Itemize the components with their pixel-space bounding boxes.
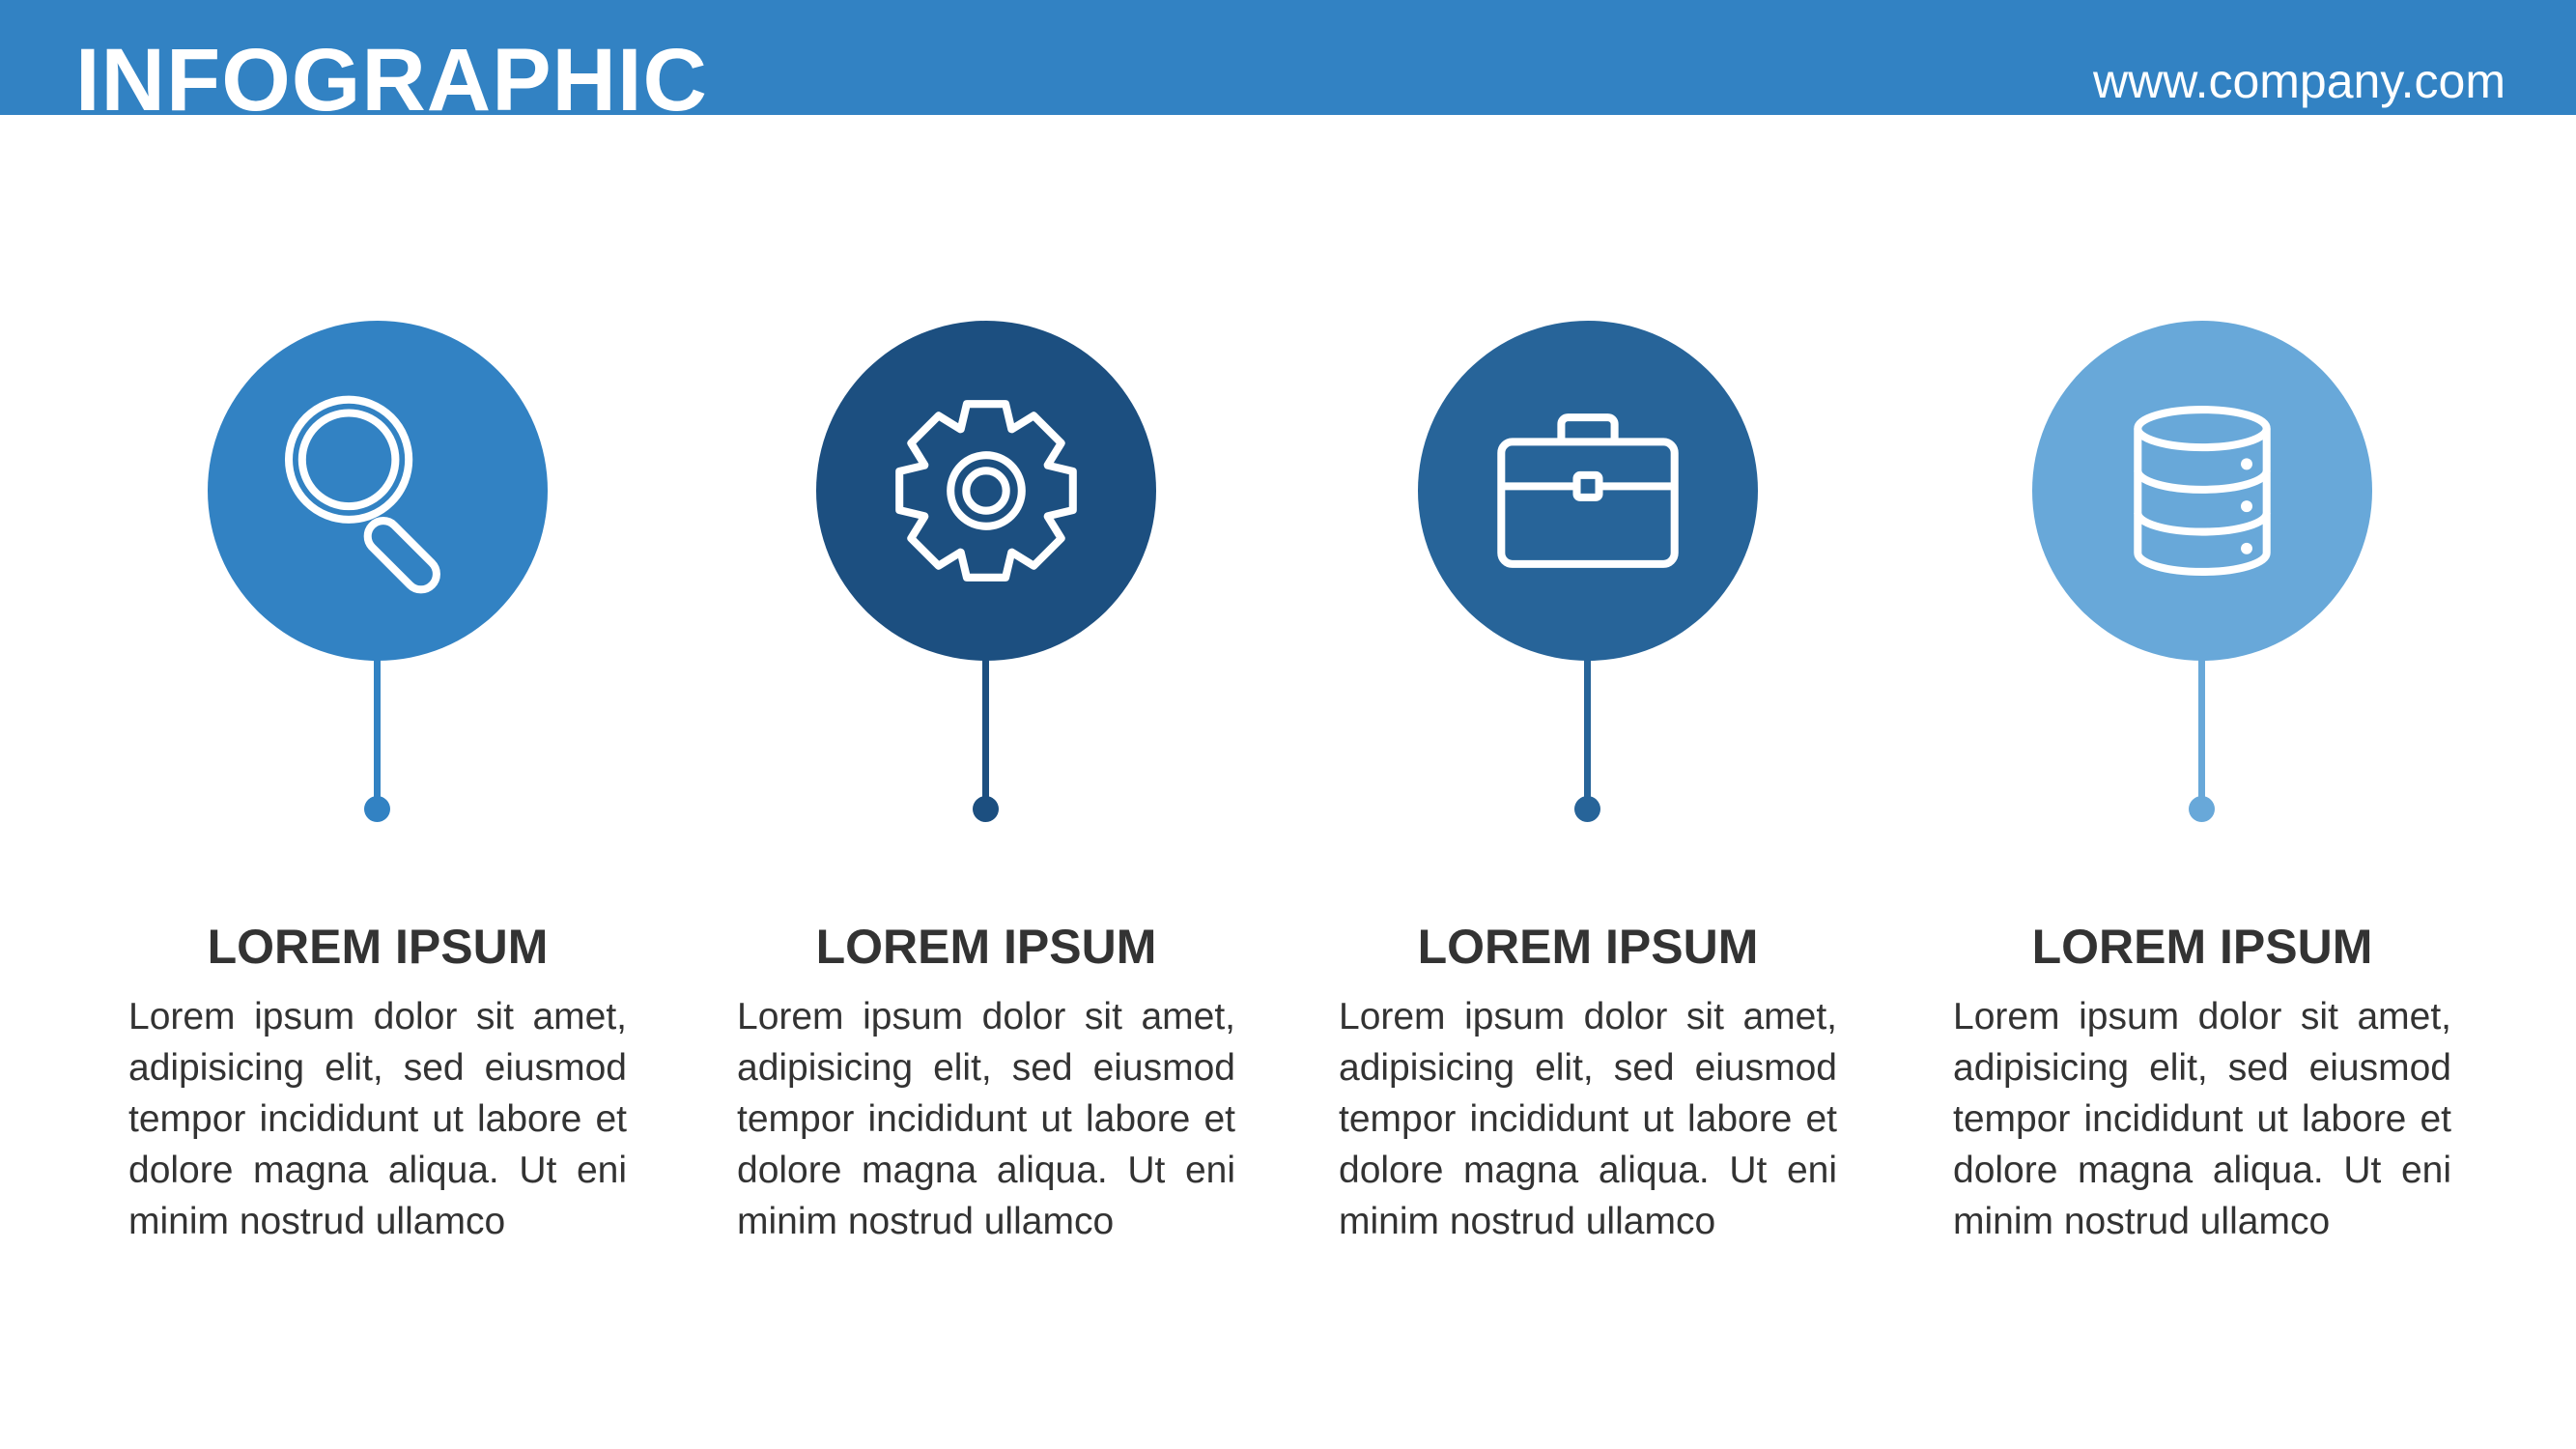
step-4-title: LOREM IPSUM bbox=[2031, 920, 2373, 974]
step-4-connector bbox=[2198, 659, 2205, 810]
step-2-connector bbox=[982, 659, 989, 810]
step-4-body: Lorem ipsum dolor sit amet, adipisicing … bbox=[1953, 996, 2451, 1242]
step-2-title: LOREM IPSUM bbox=[815, 920, 1157, 974]
step-3-body: Lorem ipsum dolor sit amet, adipisicing … bbox=[1339, 996, 1837, 1242]
step-3-dot bbox=[1574, 796, 1600, 822]
step-2-circle bbox=[816, 321, 1156, 661]
step-1-title: LOREM IPSUM bbox=[207, 920, 549, 974]
gear-icon bbox=[895, 400, 1077, 582]
briefcase-icon bbox=[1497, 413, 1679, 568]
step-3-connector bbox=[1584, 659, 1591, 810]
step-2-dot bbox=[973, 796, 999, 822]
step-1-dot bbox=[364, 796, 390, 822]
step-3: LOREM IPSUM Lorem ipsum dolor sit amet, … bbox=[1316, 0, 1857, 1352]
step-1: LOREM IPSUM Lorem ipsum dolor sit amet, … bbox=[106, 0, 647, 1352]
step-4: LOREM IPSUM Lorem ipsum dolor sit amet, … bbox=[1931, 0, 2472, 1352]
step-4-circle bbox=[2032, 321, 2372, 661]
step-1-body: Lorem ipsum dolor sit amet, adipisicing … bbox=[128, 996, 627, 1242]
step-1-circle bbox=[208, 321, 548, 661]
step-3-title: LOREM IPSUM bbox=[1417, 920, 1759, 974]
header-bar: INFOGRAPHIC www.company.com bbox=[0, 0, 2576, 129]
step-4-dot bbox=[2189, 796, 2215, 822]
magnifier-icon bbox=[284, 395, 440, 594]
step-3-circle bbox=[1418, 321, 1758, 661]
database-icon bbox=[2134, 406, 2271, 576]
step-2: LOREM IPSUM Lorem ipsum dolor sit amet, … bbox=[715, 0, 1256, 1352]
company-url: www.company.com bbox=[2093, 54, 2505, 108]
page-title: INFOGRAPHIC bbox=[75, 31, 708, 129]
step-1-connector bbox=[374, 659, 381, 810]
step-2-body: Lorem ipsum dolor sit amet, adipisicing … bbox=[737, 996, 1235, 1242]
